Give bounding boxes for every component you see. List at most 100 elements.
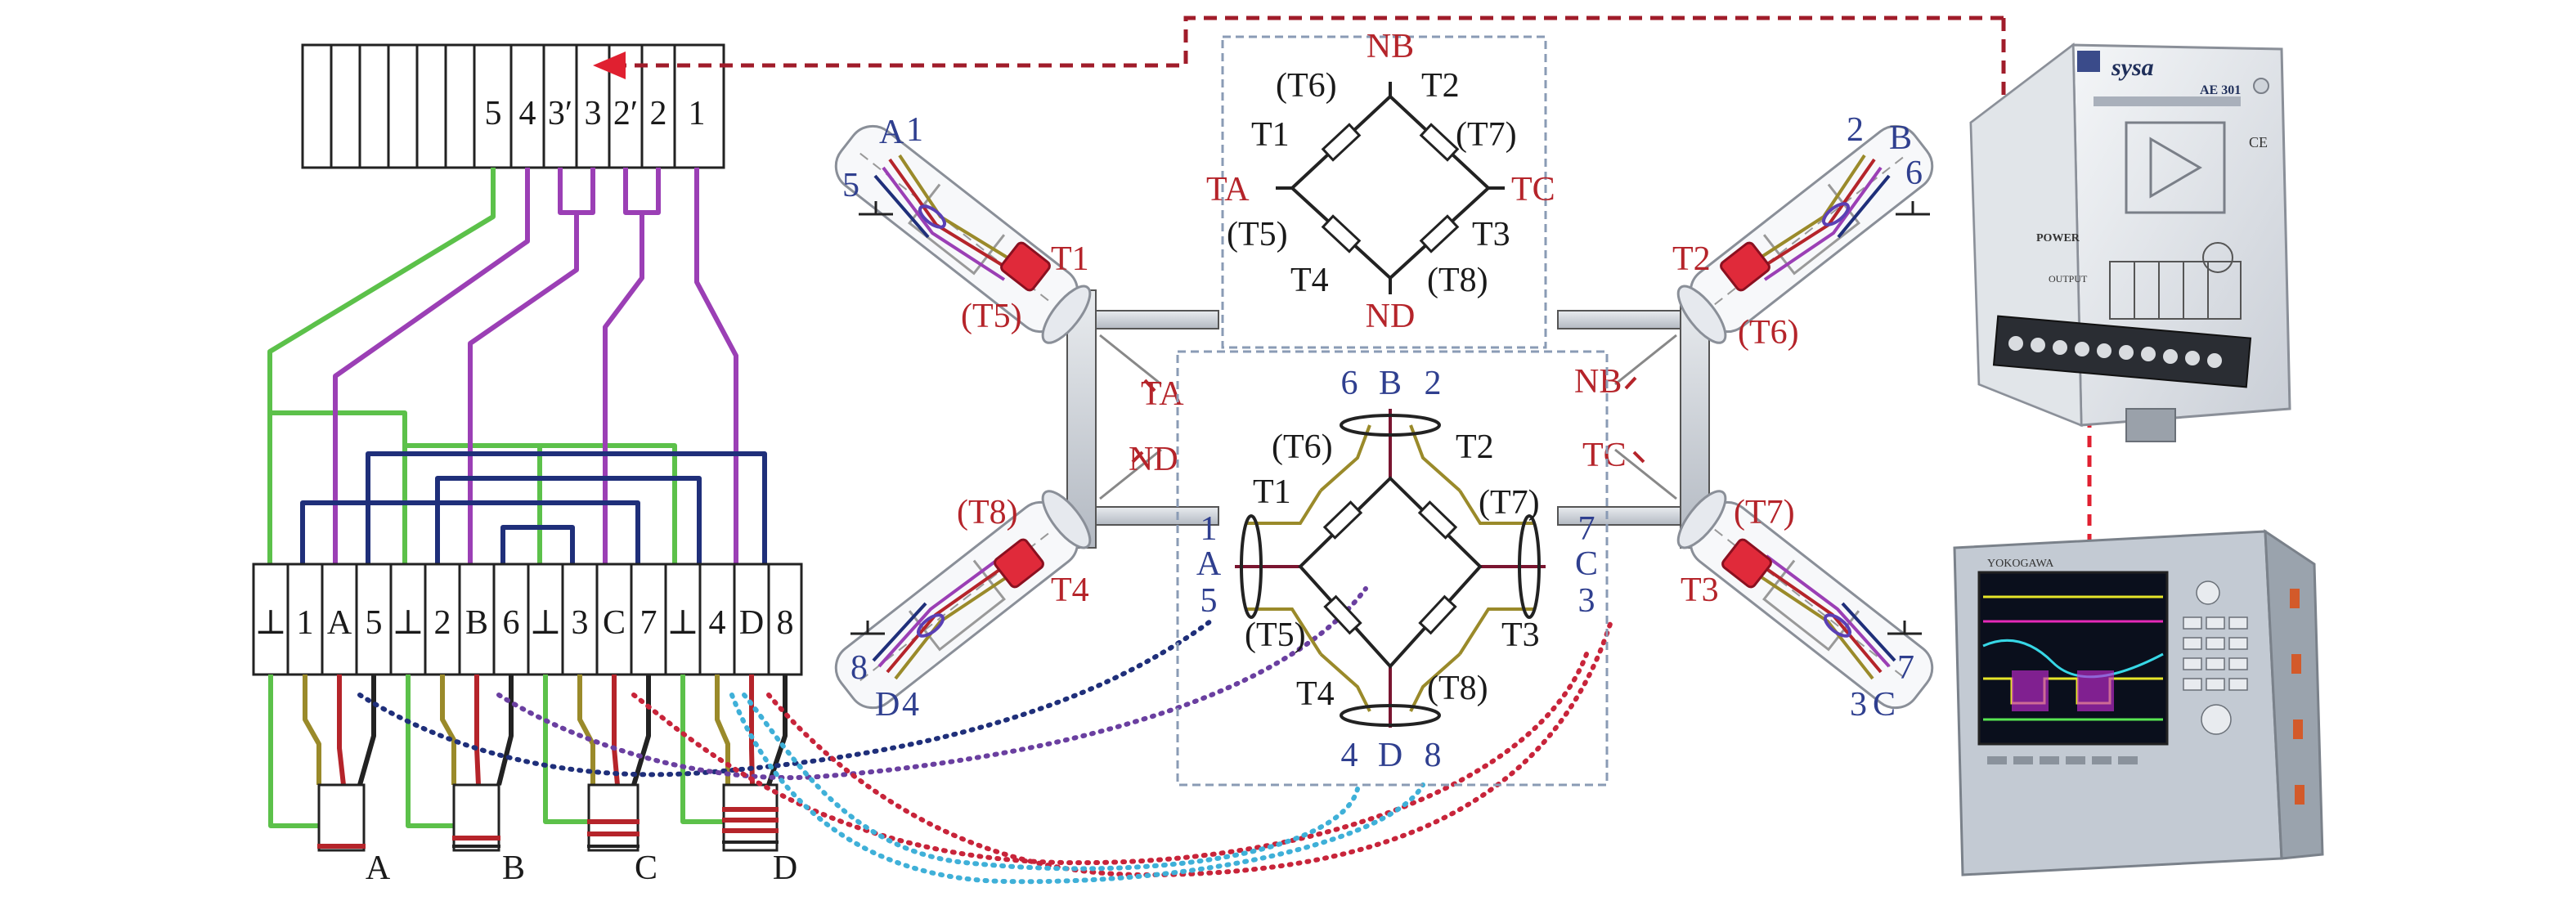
terminal-bottom-label-2: 1 (297, 604, 314, 642)
lower-bridge-t5: (T5) (1245, 616, 1306, 654)
terminal-bottom-label-1: ⊥ (254, 604, 287, 642)
gauge-tr-t: T2 (1672, 240, 1711, 278)
terminal-bottom-label-6: 2 (434, 604, 451, 642)
lower-bridge-t8: (T8) (1427, 670, 1488, 707)
terminal-block-top: 5 4 3′ 3 2′ 2 1 (301, 43, 725, 169)
lower-bridge-top-right-num: 2 (1425, 365, 1442, 402)
connector-a: A (317, 783, 391, 887)
connector-b: B (452, 783, 525, 887)
gauge-br-num2: 3 (1850, 686, 1867, 724)
lower-bridge-left-letter: A (1196, 545, 1222, 583)
terminal-bottom-label-8: 6 (503, 604, 520, 642)
connectors: A B C D (317, 783, 797, 887)
upper-bridge-bottom-label: ND (1366, 298, 1416, 335)
gauge-bl-num2: 4 (902, 686, 919, 724)
gauge-tl-tp: (T5) (961, 298, 1022, 335)
gauge-tl-t: T1 (1051, 240, 1089, 278)
upper-bridge-t4: T4 (1290, 262, 1329, 299)
gauge-top-left: A 1 5 T1 (T5) (834, 111, 1092, 344)
terminal-bottom-label-10: 3 (572, 604, 589, 642)
connector-d-label: D (773, 849, 797, 887)
gauge-tr-letter: B (1889, 119, 1912, 157)
gauge-bl-t: T4 (1051, 572, 1089, 609)
terminal-top-label-2: 2 (650, 95, 667, 132)
lower-bridge-t7: (T7) (1479, 484, 1540, 522)
connector-c: C (587, 783, 657, 887)
dotted-cables (357, 586, 1613, 885)
recorder-device: YOKOGAWA (1953, 529, 2324, 876)
terminal-bottom-label-5: ⊥ (392, 604, 424, 642)
lower-bridge-right-top-num: 7 (1578, 510, 1595, 548)
gauge-tl-letter: A (879, 114, 904, 151)
recorder-brand: YOKOGAWA (1987, 558, 2054, 570)
terminal-top-label-3: 3 (585, 95, 602, 132)
terminal-top-label-4: 4 (519, 95, 536, 132)
amplifier-device: sysa AE 301 CE POWER OUTPUT (1969, 43, 2291, 442)
lower-bridge-t2: T2 (1456, 428, 1494, 466)
gauge-bl-letter: D (875, 686, 900, 724)
svg-text:CE: CE (2249, 134, 2268, 150)
upper-bridge-t1: T1 (1251, 116, 1290, 154)
lower-bridge-right-bottom-num: 3 (1578, 582, 1595, 620)
upper-bridge-t5: (T5) (1227, 216, 1288, 253)
terminal-bottom-label-3: A (327, 604, 352, 642)
terminal-top-label-5: 5 (485, 95, 502, 132)
connector-d: D (722, 783, 797, 887)
upper-bridge-top-label: NB (1367, 28, 1414, 65)
gauge-tr-num2: 6 (1905, 155, 1923, 192)
gauge-top-right: 2 B 6 T2 (T6) (1672, 111, 1934, 352)
gauge-tl-num1: 1 (906, 111, 923, 149)
upper-bridge-t3: T3 (1472, 216, 1510, 253)
wiring-harness (267, 168, 767, 564)
terminal-bottom-label-15: D (739, 604, 764, 642)
terminal-bottom-label-12: 7 (640, 604, 657, 642)
upper-bridge: NB ND TA TC (T6) T2 T1 (T7) (T5) T3 T4 (… (1206, 28, 1555, 349)
amplifier-power-label: POWER (2036, 232, 2080, 244)
lower-bridge-t3: T3 (1501, 616, 1540, 654)
terminal-bottom-label-4: 5 (366, 604, 383, 642)
lower-bridge-left-top-num: 1 (1200, 510, 1218, 548)
gauge-bl-num1: 8 (850, 649, 868, 687)
gauge-bottom-right: (T7) T3 7 3 C (1676, 490, 1934, 724)
upper-bridge-t7: (T7) (1456, 116, 1517, 154)
upper-bridge-left-label: TA (1206, 171, 1250, 208)
lower-bridge-bottom-letter: D (1378, 737, 1402, 774)
lower-bridge-bottom-left-num: 4 (1341, 737, 1358, 774)
gauge-br-letter: C (1873, 686, 1896, 724)
terminal-top-label-1: 1 (689, 95, 706, 132)
lower-bridge-left-bottom-num: 5 (1200, 582, 1218, 620)
lower-bridge-top-letter: B (1379, 365, 1402, 402)
terminal-bottom-label-13: ⊥ (666, 604, 699, 642)
upper-bridge-t6: (T6) (1276, 67, 1337, 105)
terminal-bottom-label-11: C (603, 604, 626, 642)
frame-label-nb: NB (1574, 363, 1622, 401)
terminal-bottom-label-9: ⊥ (529, 604, 562, 642)
connector-c-label: C (635, 849, 657, 887)
upper-bridge-t8: (T8) (1427, 262, 1488, 299)
gauge-br-t: T3 (1681, 572, 1719, 609)
terminal-bottom-label-7: B (465, 604, 488, 642)
terminal-top-label-3prime: 3′ (548, 95, 572, 132)
lower-bridge-bottom-right-num: 8 (1425, 737, 1442, 774)
gauge-br-num1: 7 (1897, 649, 1914, 687)
amplifier-brand: sysa (2111, 54, 2154, 81)
connector-b-label: B (502, 849, 525, 887)
gauge-br-tp: (T7) (1734, 494, 1795, 531)
upper-bridge-right-label: TC (1511, 171, 1555, 208)
terminal-bottom-label-16: 8 (777, 604, 794, 642)
connector-a-label: A (366, 849, 391, 887)
gauge-tl-num2: 5 (842, 167, 859, 204)
frame-label-nd: ND (1129, 441, 1178, 478)
gauge-tr-tp: (T6) (1738, 314, 1799, 352)
amplifier-model: AE 301 (2200, 83, 2241, 97)
gauge-tr-num1: 2 (1847, 111, 1864, 149)
amplifier-output-label: OUTPUT (2049, 273, 2088, 285)
terminal-bottom-label-14: 4 (709, 604, 726, 642)
lower-bridge-t1: T1 (1253, 473, 1291, 511)
lower-bridge-t4: T4 (1296, 675, 1335, 713)
terminal-top-label-2prime: 2′ (613, 95, 638, 132)
frame-label-tc: TC (1582, 437, 1627, 474)
lower-bridge-top-left-num: 6 (1341, 365, 1358, 402)
